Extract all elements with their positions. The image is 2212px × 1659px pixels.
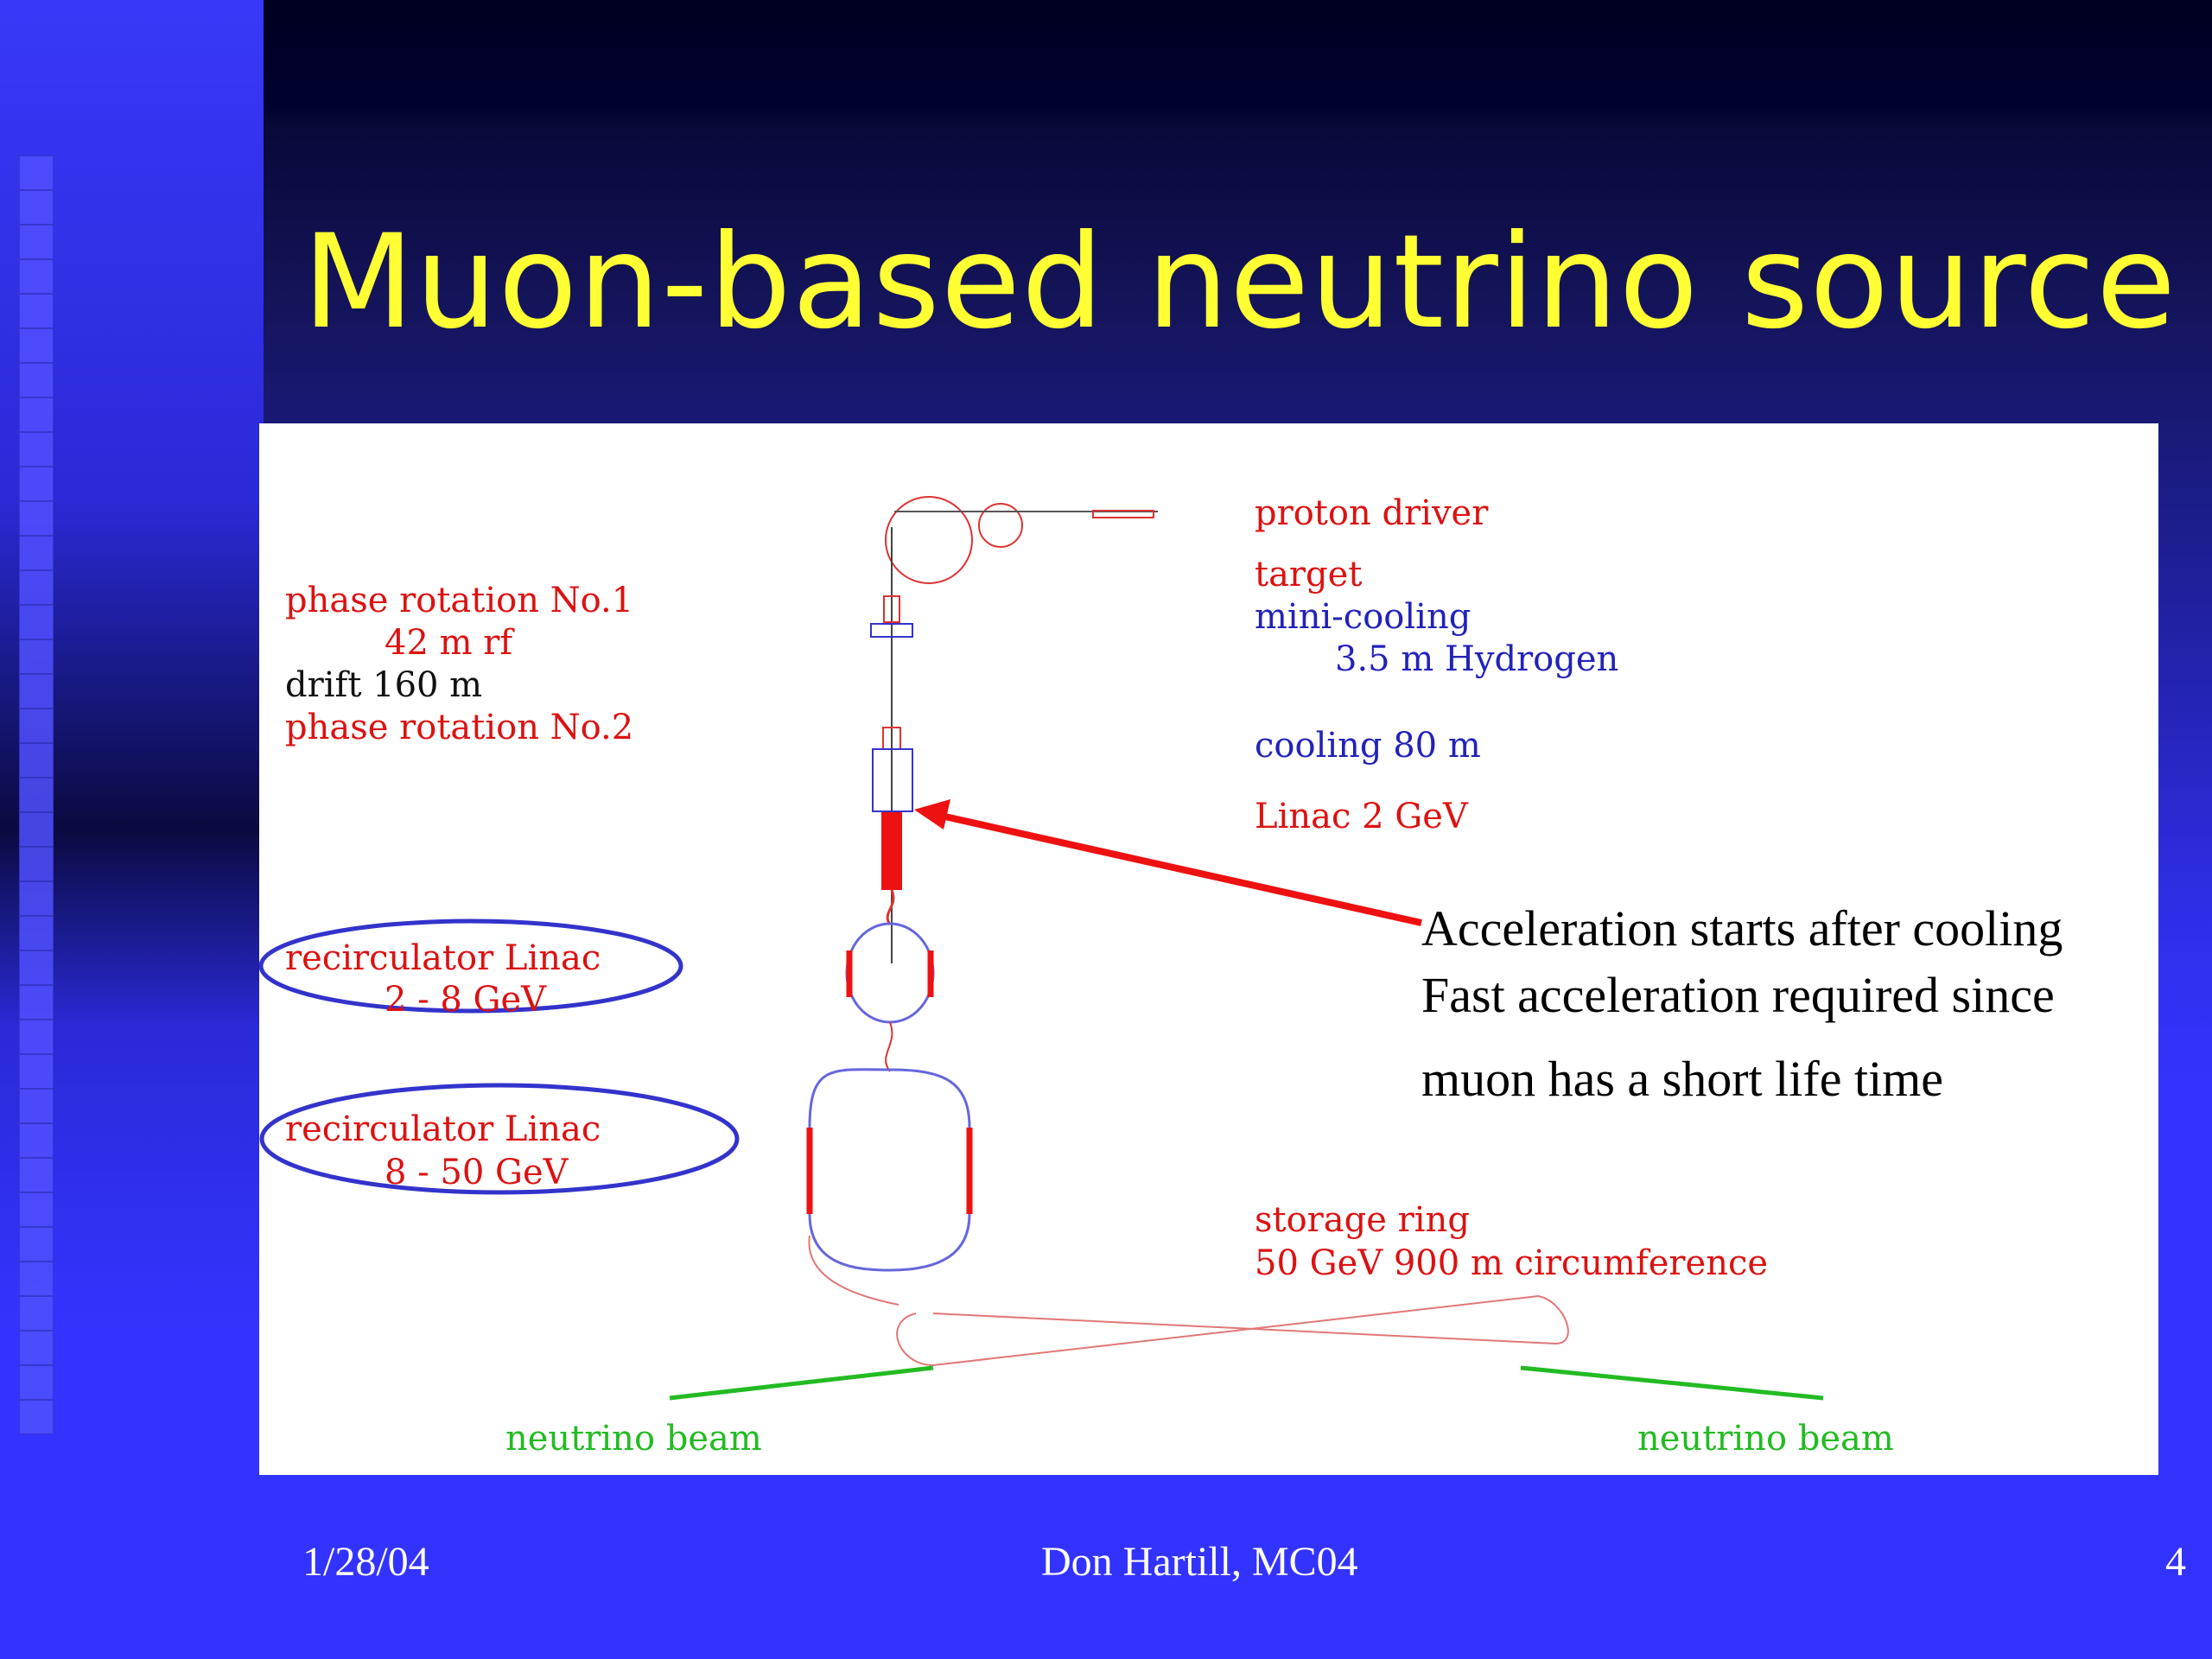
label-neutrino-beam-right: neutrino beam [1637,1419,1894,1459]
decorative-square [19,639,54,674]
label-drift: drift 160 m [285,665,482,705]
footer-page-number: 4 [2165,1539,2186,1585]
decorative-square [19,709,54,743]
label-cooling: cooling 80 m [1255,726,1481,766]
slide-footer: 1/28/04 Don Hartill, MC04 4 [0,1538,2212,1599]
accelerator-schematic: phase rotation No.1 42 m rf drift 160 m … [259,493,2063,1459]
footer-date: 1/28/04 [302,1539,429,1585]
label-recirculator-1: recirculator Linac [285,938,601,978]
decorative-square [19,363,54,397]
label-linac: Linac 2 GeV [1255,797,1469,836]
decorative-square [19,881,54,916]
decorative-square [19,225,54,259]
decorative-square [19,156,54,190]
decorative-square [19,1020,54,1054]
decorative-square [19,536,54,570]
decorative-square [19,397,54,432]
recirculator-1-highlight [259,918,683,1014]
label-target: target [1255,555,1362,594]
decorative-square [19,294,54,328]
label-phase-rotation-1-rf: 42 m rf [385,623,515,663]
left-decorative-strip [0,0,264,1659]
decorative-square [19,847,54,881]
label-recirculator-2: recirculator Linac [285,1109,601,1149]
decorative-square [19,674,54,709]
decorative-square [19,1296,54,1331]
label-storage-ring: storage ring [1255,1200,1470,1240]
storage-ring [808,1235,1569,1367]
decorative-square [19,1123,54,1158]
label-mini-cooling: mini-cooling [1255,597,1471,637]
decorative-square [19,1262,54,1296]
decorative-square [19,328,54,363]
decorative-square [19,605,54,639]
label-recirculator-2-energy: 8 - 50 GeV [385,1153,569,1192]
decorative-square [19,570,54,605]
decorative-square [19,812,54,847]
proton-driver-rings [885,496,1158,584]
decorative-square [19,1227,54,1262]
decorative-square [19,1089,54,1123]
decorative-square [19,1365,54,1400]
neutrino-beams [669,1365,1824,1401]
decorative-square [19,778,54,812]
label-phase-rotation-2: phase rotation No.2 [285,708,633,747]
label-proton-driver: proton driver [1255,493,1489,533]
decorative-square [19,916,54,950]
decorative-square [19,985,54,1020]
page-title: Muon-based neutrino source [302,207,2177,358]
recirculator-ring-2 [806,1068,973,1272]
decorative-square [19,1331,54,1365]
decorative-square [19,190,54,225]
arrow-pointer [914,799,1422,926]
label-phase-rotation-1: phase rotation No.1 [285,581,633,620]
annotation-line-1: Acceleration starts after cooling [1421,900,2063,957]
label-neutrino-beam-left: neutrino beam [505,1419,762,1459]
decorative-square [19,432,54,467]
linac-bar [881,812,902,890]
decorative-square [19,950,54,985]
label-storage-ring-spec: 50 GeV 900 m circumference [1255,1243,1768,1283]
recirculator-ring-1 [845,889,935,1072]
decorative-square [19,259,54,294]
label-hydrogen: 3.5 m Hydrogen [1335,639,1618,679]
recirculator-2-highlight [259,1083,740,1195]
label-recirculator-1-energy: 2 - 8 GeV [385,980,547,1020]
decorative-square [19,1192,54,1227]
decorative-square [19,743,54,778]
accelerator-diagram: phase rotation No.1 42 m rf drift 160 m … [259,423,2158,1475]
decorative-square [19,1400,54,1434]
decorative-squares [19,156,55,1434]
footer-author: Don Hartill, MC04 [1041,1539,1358,1585]
decorative-square [19,467,54,501]
annotation-line-2: Fast acceleration required since [1421,967,2055,1023]
beamline [870,527,913,963]
decorative-square [19,1054,54,1089]
decorative-square [19,501,54,536]
decorative-square [19,1158,54,1192]
annotation-line-3: muon has a short life time [1421,1051,1943,1107]
